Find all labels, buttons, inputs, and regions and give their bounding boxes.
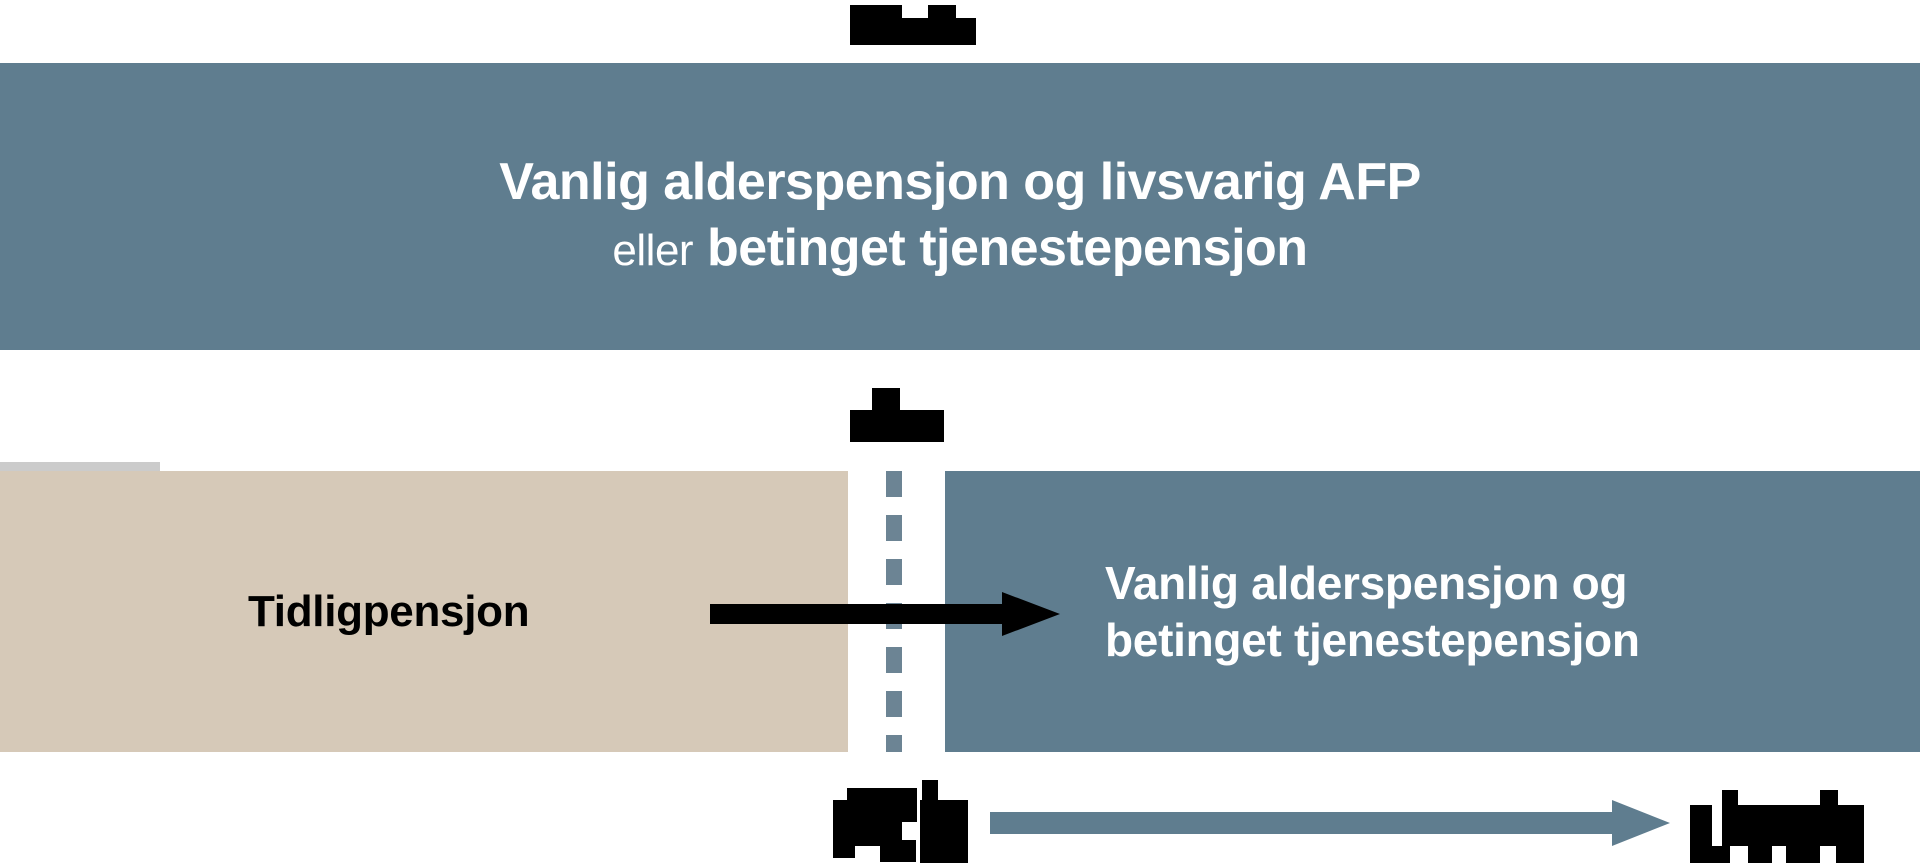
redacted-top-heading-block <box>918 18 976 45</box>
grey-cap-strip <box>0 462 160 471</box>
top-banner-line-1: Vanlig alderspensjon og livsvarig AFP <box>499 153 1421 212</box>
redacted-mid-marker-block <box>872 388 900 410</box>
early-pension-label: Tidligpensjon <box>248 586 530 636</box>
redacted-top-heading-block <box>850 5 902 45</box>
redacted-bottom-left-label-block <box>880 840 916 862</box>
top-banner-line-2-bold: betinget tjenestepensjon <box>707 218 1308 277</box>
transition-arrow-icon <box>710 592 1060 636</box>
early-pension-box: Tidligpensjon <box>0 471 848 752</box>
ordinary-pension-line-1: Vanlig alderspensjon og <box>1105 557 1628 610</box>
redacted-top-heading-block <box>928 5 956 21</box>
top-banner-line-2-light: eller <box>612 225 694 275</box>
redacted-bottom-right-label-block <box>1748 846 1772 863</box>
ordinary-pension-box: Vanlig alderspensjon og betinget tjenest… <box>945 471 1920 752</box>
redacted-bottom-left-label-block <box>922 780 938 804</box>
redacted-bottom-right-label-block <box>1690 846 1730 863</box>
redacted-bottom-left-label-block <box>944 802 968 824</box>
redacted-mid-marker-block <box>850 410 944 442</box>
redacted-bottom-right-label-block <box>1838 846 1864 863</box>
top-banner-line-2: eller betinget tjenestepensjon <box>612 218 1308 279</box>
redacted-bottom-right-label-block <box>1786 846 1820 863</box>
timeline-arrow-icon <box>990 798 1670 848</box>
ordinary-pension-line-2: betinget tjenestepensjon <box>1105 613 1640 666</box>
top-phase-banner: Vanlig alderspensjon og livsvarig AFP el… <box>0 63 1920 350</box>
redacted-bottom-right-label-block <box>1820 790 1838 810</box>
